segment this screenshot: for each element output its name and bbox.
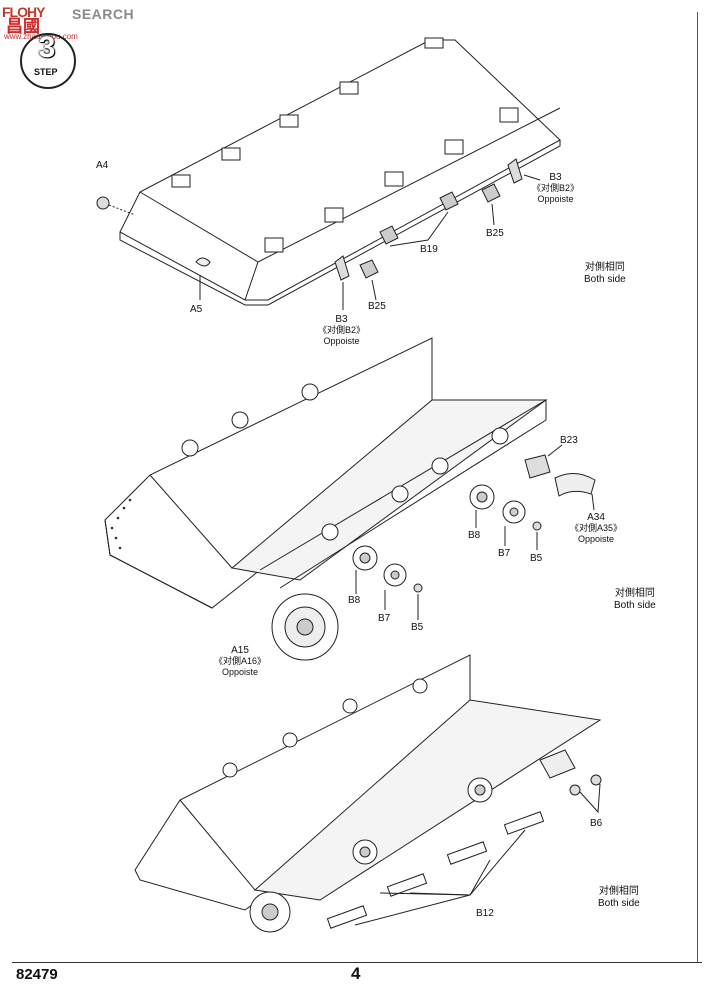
panel3-note: 对側相同 Both side	[598, 886, 640, 910]
part-b19-b-drawing	[439, 191, 459, 211]
part-b25-bottom-drawing	[359, 259, 379, 279]
panel2-note-en: Both side	[614, 600, 656, 611]
label-b8-left: B8	[348, 595, 361, 606]
label-b3-bottom-part: B3	[335, 314, 348, 325]
hull-inner-edge	[149, 474, 233, 569]
part-b3-bottom-drawing	[334, 255, 350, 281]
step-ring	[20, 33, 76, 89]
label-a15-en: Oppoiste	[221, 667, 259, 677]
footer-page-number: 4	[351, 964, 361, 983]
panel3-note-en: Both side	[598, 898, 640, 909]
part-b5-left-drawing	[413, 583, 423, 593]
part-b19-a-drawing	[379, 225, 399, 245]
label-a34-en: Oppoiste	[577, 534, 615, 544]
label-b3-bottom: B3 《对側B2》 Oppoiste	[318, 314, 365, 347]
panel3-note-cn: 对側相同	[598, 886, 639, 897]
panel1-note-en: Both side	[584, 274, 626, 285]
watermark-cn: 昌國	[6, 17, 40, 36]
panel1-note: 对側相同 Both side	[584, 262, 626, 286]
part-b6-a-drawing	[569, 784, 581, 796]
hull-lower-floor	[253, 699, 602, 901]
step-label: STEP	[34, 67, 58, 77]
hull-bottom-edge	[119, 140, 561, 306]
hull-nose	[104, 519, 213, 609]
part-b23-drawing	[524, 454, 551, 479]
label-b5-left: B5	[411, 622, 424, 633]
label-b25-top: B25	[486, 228, 504, 239]
label-b3-top: B3 《对側B2》 Oppoiste	[532, 172, 579, 205]
label-a34-part: A34	[587, 512, 605, 523]
label-a15-cn: 《对側A16》	[214, 656, 267, 666]
road-wheel-hubs	[181, 383, 509, 541]
part-b25-top-drawing	[481, 183, 501, 203]
label-a34: A34 《对側A35》 Oppoiste	[570, 512, 622, 545]
footer-rule	[12, 962, 702, 963]
label-b5-right: B5	[530, 553, 543, 564]
panel2-note: 对側相同 Both side	[614, 588, 656, 612]
part-b6-b-drawing	[590, 774, 602, 786]
hull-bottom-plate	[119, 39, 561, 301]
label-b23: B23	[560, 435, 578, 446]
label-b6: B6	[590, 818, 603, 829]
label-b7-left: B7	[378, 613, 391, 624]
label-b3-bottom-cn: 《对側B2》	[318, 325, 366, 335]
torsion-bar-brackets	[171, 37, 519, 253]
footer-kit-code: 82479	[16, 966, 58, 983]
hull-rivets	[110, 498, 132, 550]
page-border-right	[697, 12, 698, 962]
part-b12-links-drawing	[326, 811, 545, 929]
label-b8-right: B8	[468, 530, 481, 541]
label-b19: B19	[420, 244, 438, 255]
part-a34-drawing	[554, 473, 596, 497]
road-wheel-arms	[222, 678, 493, 933]
label-b7-right: B7	[498, 548, 511, 559]
label-a5: A5	[190, 304, 203, 315]
hull-lower-inner-edge	[179, 799, 256, 891]
hull-front-edge	[139, 191, 259, 263]
label-b3-top-en: Oppoiste	[537, 194, 574, 204]
hull-right-side	[259, 399, 547, 589]
label-b25-bottom: B25	[368, 301, 386, 312]
label-b3-top-part: B3	[549, 172, 562, 183]
hull-underside-drawing	[96, 37, 561, 310]
hull-side-drawing	[104, 337, 596, 661]
label-b3-bottom-en: Oppoiste	[323, 336, 360, 346]
step-badge: 3 STEP	[20, 31, 76, 89]
label-a15: A15 《对側A16》 Oppoiste	[214, 645, 266, 678]
part-a4-drawing	[96, 196, 110, 210]
part-b3-top-drawing	[507, 158, 523, 184]
label-b3-top-cn: 《对側B2》	[532, 183, 580, 193]
panel2-note-cn: 对側相同	[614, 588, 655, 599]
part-b5-right-drawing	[532, 521, 542, 531]
label-a15-part: A15	[231, 645, 249, 656]
label-b12: B12	[476, 908, 494, 919]
watermark-search: SEARCH	[72, 6, 135, 22]
panel1-note-cn: 对側相同	[584, 262, 625, 273]
idler-bracket-drawing	[539, 749, 576, 779]
watermark-logo: FLOHY	[2, 4, 45, 20]
part-a5-drawing	[195, 257, 211, 267]
label-a4: A4	[96, 160, 109, 171]
step-number: 3	[38, 31, 56, 64]
label-a34-cn: 《对側A35》	[570, 523, 623, 533]
hull-side-lower-drawing	[134, 654, 602, 933]
